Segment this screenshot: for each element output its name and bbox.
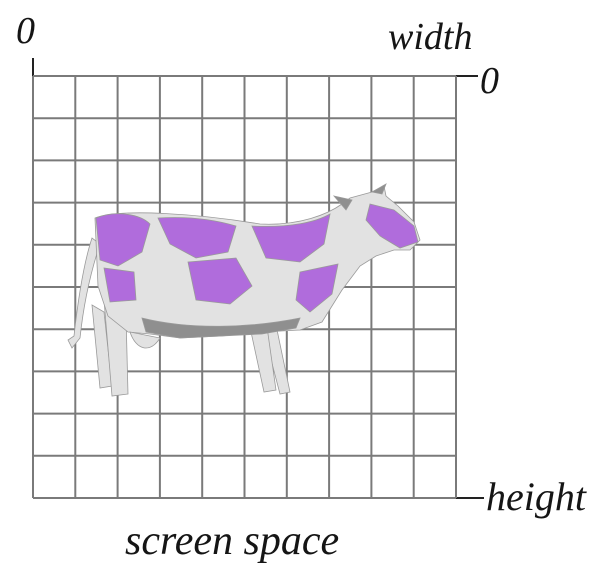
origin-label: 0	[16, 10, 35, 52]
spot-head	[365, 203, 419, 249]
ear	[332, 195, 353, 211]
height-label: height	[486, 474, 586, 519]
width-label: width	[388, 16, 473, 58]
spot-hind	[103, 267, 137, 303]
tail	[67, 237, 101, 349]
spot-back-center	[157, 217, 237, 259]
belly-shadow	[141, 317, 301, 339]
width-zero-label: 0	[480, 60, 499, 102]
pixel-grid	[32, 75, 457, 499]
horn	[370, 183, 387, 195]
spot-belly	[187, 257, 253, 305]
spot-back-left	[95, 213, 151, 267]
cow-image	[67, 183, 421, 397]
udder	[129, 331, 161, 349]
spot-shoulder	[251, 213, 331, 263]
spot-chest	[295, 263, 339, 313]
caption-label: screen space	[125, 518, 340, 564]
